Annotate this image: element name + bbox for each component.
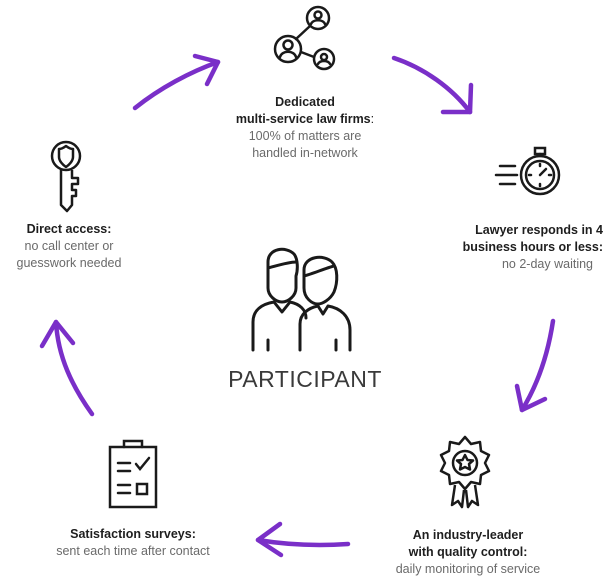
step-dedicated-firms: Dedicated multi-service law firms: 100% … [212,94,398,162]
step-desc-line1: no 2-day waiting [501,257,593,271]
step-title-line1: Dedicated [275,95,335,109]
arrow-top-right [391,55,474,115]
cycle-arrows [39,53,556,558]
center-title: PARTICIPANT [228,366,382,392]
network-people-icon [273,5,336,71]
step-industry-leader: An industry-leader with quality control:… [378,527,558,578]
arrow-right [514,318,556,413]
arrow-bottom [255,521,351,558]
step-lawyer-responds: Lawyer responds in 4 business hours or l… [453,222,603,273]
step-title-line1: Direct access: [26,222,112,236]
clipboard-checklist-icon [108,439,158,509]
participants-icon [251,247,352,352]
step-direct-access: Direct access: no call center or guesswo… [0,221,138,272]
award-ribbon-icon [439,435,491,509]
key-shield-icon [50,140,82,213]
step-desc-line1: 100% of matters are [248,129,362,143]
step-title-line2: multi-service law firms: [235,112,375,126]
step-desc-line1: daily monitoring of service [395,562,541,576]
step-desc-line2: handled in-network [252,146,358,160]
arrow-left [39,319,95,417]
step-title-line2: business hours or less: [462,240,603,254]
step-desc-line1: no call center or [24,239,114,253]
step-title-line1: An industry-leader [412,528,524,542]
arrow-top-left [132,53,221,111]
step-desc-line2: guesswork needed [16,256,122,270]
stopwatch-icon [494,146,561,196]
step-desc-line1: sent each time after contact [56,544,210,558]
step-satisfaction-surveys: Satisfaction surveys: sent each time aft… [38,526,228,560]
step-title-line2: with quality control: [408,545,528,559]
step-title-line1: Satisfaction surveys: [70,527,196,541]
step-title-line1: Lawyer responds in 4 [475,223,603,237]
